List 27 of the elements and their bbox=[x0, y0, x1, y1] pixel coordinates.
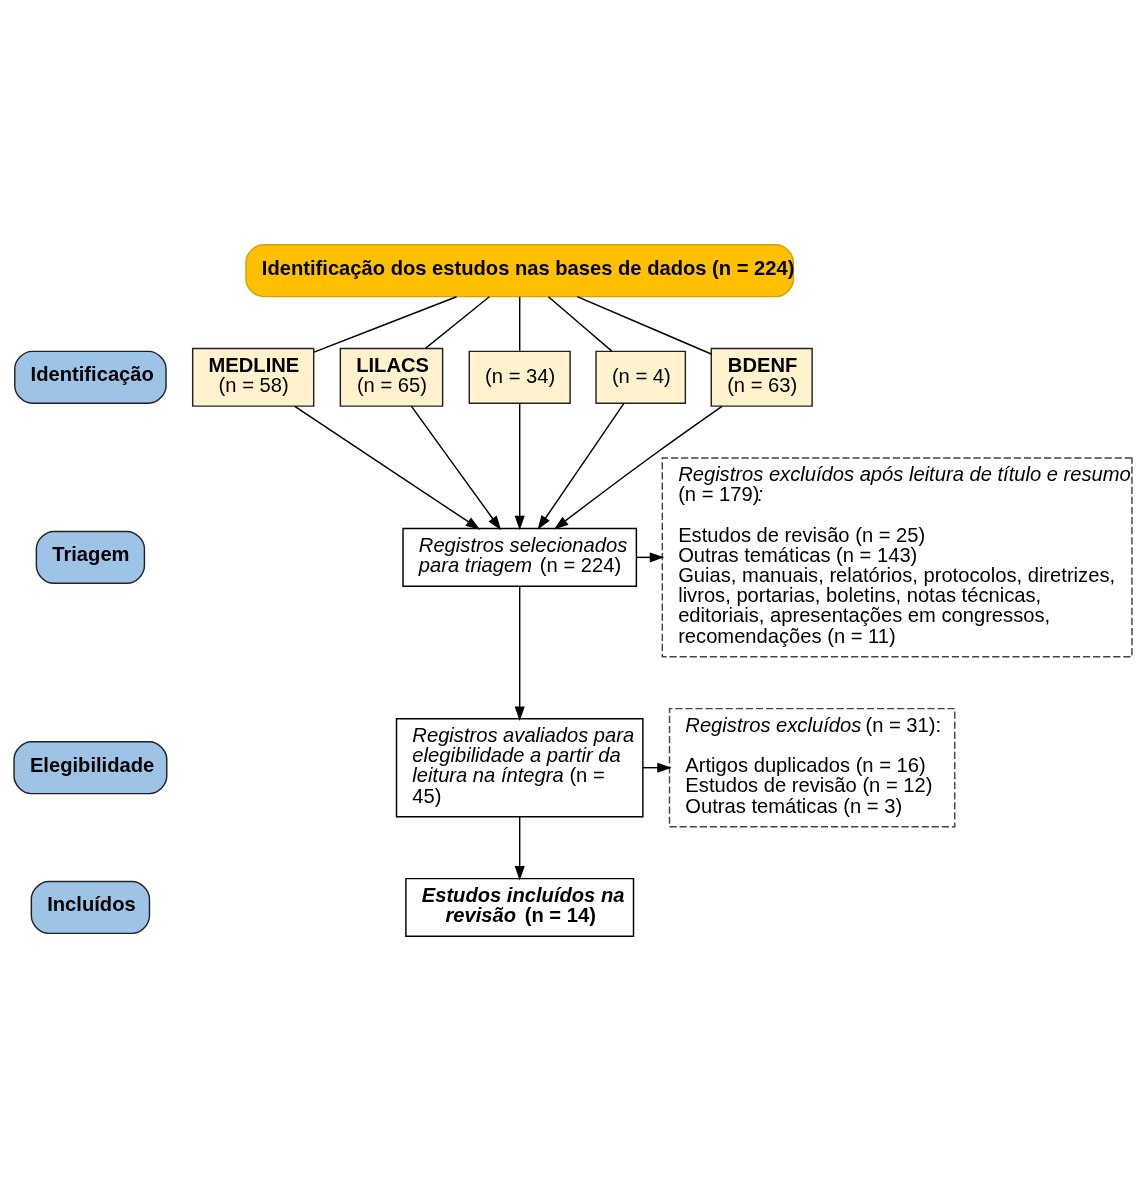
arrow bbox=[554, 405, 723, 529]
node-box: Incluídos bbox=[30, 880, 151, 934]
node-box: Identificação dos estudos nas bases de dados (n = 224) bbox=[245, 243, 795, 297]
node-box: Registros excluídos após leitura de título e resumo (n = 179): Estudos de revisão (n = 25) Outras temáticas (n = 143) Guias, manuais, relatórios, protocolos, diretrizes, livros, portarias, boletins, notas técnicas, editoriais, apresentações em congressos, recomendações (n = 11) bbox=[661, 456, 1133, 657]
connector bbox=[425, 295, 491, 349]
arrow bbox=[514, 585, 525, 721]
arrow bbox=[294, 405, 481, 530]
connector bbox=[547, 295, 613, 352]
node-box: Triagem bbox=[35, 530, 146, 584]
node-box: LILACS (n = 65) bbox=[339, 347, 444, 407]
node-box: Identificação bbox=[14, 350, 167, 404]
connector bbox=[313, 295, 458, 353]
connector bbox=[576, 295, 712, 355]
arrow bbox=[514, 402, 525, 530]
node-box: Registros avaliados para elegibilidade a partir da leitura na íntegra (n = 45) bbox=[395, 717, 644, 817]
arrow bbox=[410, 405, 502, 530]
node-box: MEDLINE (n = 58) bbox=[191, 347, 315, 407]
node-box: (n = 4) bbox=[595, 350, 687, 404]
node-box: Registros selecionados para triagem (n = 224) bbox=[402, 527, 638, 587]
arrow bbox=[514, 815, 525, 880]
arrow bbox=[537, 402, 625, 530]
node-box: Estudos incluídos na revisão (n = 14) bbox=[405, 877, 635, 937]
node-box: Elegibilidade bbox=[13, 740, 168, 794]
connector bbox=[519, 295, 521, 351]
node-box: Registros excluídos (n = 31): Artigos duplicados (n = 16) Estudos de revisão (n = 12) Outras temáticas (n = 3) bbox=[668, 707, 956, 827]
node-box: (n = 34) bbox=[468, 350, 571, 404]
node-box: BDENF (n = 63) bbox=[710, 347, 813, 407]
